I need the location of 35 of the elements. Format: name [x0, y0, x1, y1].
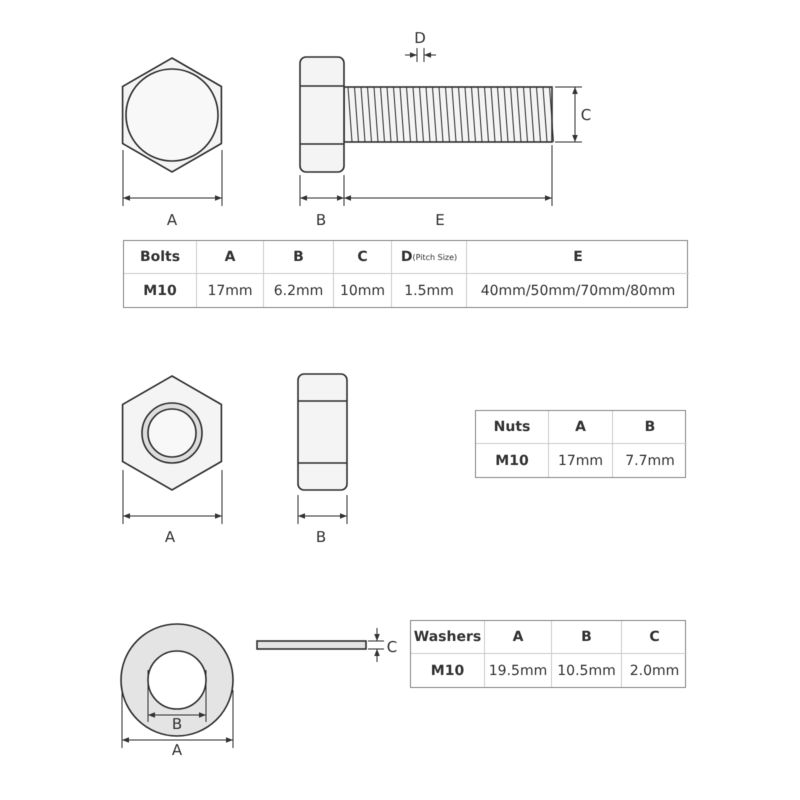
column-header: C [621, 621, 687, 654]
dimension-label: A [166, 211, 178, 229]
dimension-label: B [316, 528, 326, 546]
dimension-label: B [316, 211, 326, 229]
row-header: M10 [494, 452, 530, 470]
size-value: 7.7mm [612, 444, 687, 477]
size-value: 19.5mm [484, 654, 551, 687]
column-header: B [263, 241, 333, 274]
column-header: A [548, 411, 612, 444]
size-value: 17mm [196, 274, 263, 307]
dimension-label: C [386, 638, 398, 656]
size-value: 10.5mm [551, 654, 621, 687]
column-header: B [612, 411, 687, 444]
dimension-label: A [172, 741, 182, 759]
dimension-label: A [164, 528, 176, 546]
size-value: 6.2mm [263, 274, 333, 307]
dimension-label: B [172, 715, 182, 733]
row-header: M10 [430, 662, 466, 680]
column-header: B [551, 621, 621, 654]
size-value: 10mm [333, 274, 391, 307]
dimension-label: E [435, 211, 445, 229]
column-header: Nuts [476, 411, 548, 444]
dimension-label: C [580, 106, 592, 124]
column-header: C [333, 241, 391, 274]
column-header: A [196, 241, 263, 274]
column-header: Bolts [124, 241, 196, 274]
size-value: 17mm [548, 444, 612, 477]
dimension-label: D [414, 29, 426, 47]
size-value: 40mm/50mm/70mm/80mm [466, 274, 689, 307]
column-header: E [466, 241, 689, 274]
row-header: M10 [142, 282, 178, 300]
size-value: 2.0mm [621, 654, 687, 687]
column-header: Washers [411, 621, 484, 654]
size-value: 1.5mm [391, 274, 466, 307]
column-header: A [484, 621, 551, 654]
